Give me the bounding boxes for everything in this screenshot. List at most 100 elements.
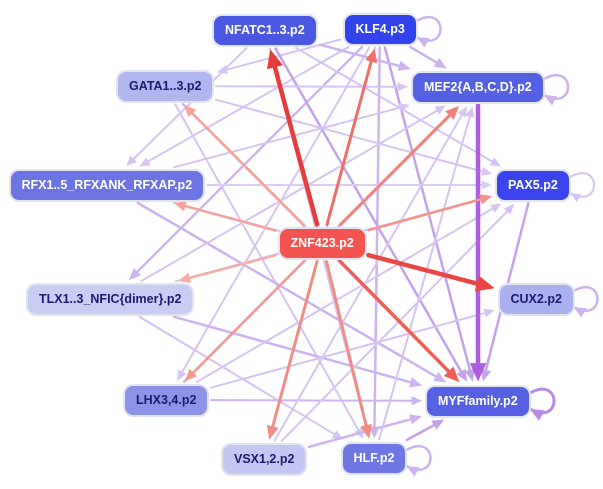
node-label: KLF4.p3 xyxy=(355,21,405,36)
edge-arrow xyxy=(489,157,501,167)
edge-HLF-MYF xyxy=(405,422,439,442)
edge-ZNF423-MYF xyxy=(338,259,454,377)
edge-ZNF423-LHX xyxy=(189,259,306,377)
edge-ZNF423-MEF2 xyxy=(338,111,454,227)
edge-ZNF423-CUX2 xyxy=(366,252,485,288)
edge-LHX-PAX5 xyxy=(195,206,496,383)
edge-arrow xyxy=(573,307,587,318)
edge-arrow xyxy=(360,423,372,439)
edge-LHX-MYF xyxy=(210,399,416,402)
node-label: MEF2{A,B,C,D}.p2 xyxy=(424,79,532,94)
edge-GATA1-HLF xyxy=(174,103,361,434)
edge-PAX5-PAX5 xyxy=(569,172,595,198)
edge-arrow xyxy=(464,368,475,382)
edge-arrow xyxy=(490,203,502,213)
edge-TLX-HLF xyxy=(138,316,338,437)
node-label: MYFfamily.p2 xyxy=(438,393,518,408)
edge-HLF-HLF xyxy=(405,444,432,472)
node-label: VSX1,2.p2 xyxy=(234,451,295,466)
edge-arrow xyxy=(503,203,515,215)
node-CUX2[interactable]: CUX2.p2 xyxy=(497,282,575,316)
edge-arrow xyxy=(365,48,377,64)
edge-ZNF423-VSX xyxy=(270,260,319,432)
edge-arrow xyxy=(465,106,475,118)
edge-KLF4-MYF xyxy=(383,46,472,375)
edge-HLF-MEF2 xyxy=(378,112,472,441)
node-ZNF423[interactable]: ZNF423.p2 xyxy=(277,226,367,260)
edge-arrow xyxy=(178,272,192,283)
edge-arrow xyxy=(443,366,460,383)
node-label: CUX2.p2 xyxy=(510,291,562,306)
edge-NFATC1-RFX xyxy=(130,47,248,162)
edge-arrow xyxy=(267,49,283,70)
edge-arrow xyxy=(480,166,493,176)
edge-arrow xyxy=(530,409,545,421)
node-HLF[interactable]: HLF.p2 xyxy=(340,441,408,475)
edge-arrow xyxy=(474,275,495,292)
edge-ZNF423-PAX5 xyxy=(367,197,486,232)
edge-arrow xyxy=(480,368,491,382)
edge-arrow xyxy=(431,419,445,430)
node-MEF2[interactable]: MEF2{A,B,C,D}.p2 xyxy=(411,70,545,104)
edge-VSX-MEF2 xyxy=(273,111,465,442)
edge-arrow xyxy=(406,466,420,477)
edge-arrow xyxy=(173,201,187,212)
edge-arrow xyxy=(481,180,492,190)
edge-RFX-MYF xyxy=(136,201,441,380)
edge-arrow xyxy=(409,414,423,425)
edge-arrow xyxy=(177,369,187,381)
node-label: LHX3,4.p2 xyxy=(136,392,197,407)
edge-VSX-PAX5 xyxy=(280,208,511,442)
edge-arrow xyxy=(457,106,467,118)
node-RFX[interactable]: RFX1..5_RFXANK_RFXAP.p2 xyxy=(8,168,206,202)
node-VSX[interactable]: VSX1,2.p2 xyxy=(221,442,308,476)
edge-arrow xyxy=(216,65,229,74)
edge-arrow xyxy=(128,267,142,281)
edge-KLF4-KLF4 xyxy=(415,15,442,43)
edge-KLF4-HLF xyxy=(373,46,381,432)
edge-arrow xyxy=(445,105,460,120)
edge-CUX2-CUX2 xyxy=(572,285,599,313)
edge-TLX-MEF2 xyxy=(140,108,441,282)
edge-arrow xyxy=(483,308,495,318)
node-KLF4[interactable]: KLF4.p3 xyxy=(342,12,418,46)
edge-NFATC1-MEF2 xyxy=(318,43,404,69)
edge-arrow xyxy=(479,194,493,205)
edge-KLF4-TLX xyxy=(133,45,364,276)
edge-arrow xyxy=(397,60,411,71)
edge-arrow xyxy=(409,377,423,388)
edge-arrow xyxy=(266,424,279,440)
node-MYF[interactable]: MYFfamily.p2 xyxy=(425,384,531,418)
edge-arrow xyxy=(184,368,197,382)
edge-MEF2-MEF2 xyxy=(542,73,570,101)
edge-arrow xyxy=(456,368,467,382)
node-PAX5[interactable]: PAX5.p2 xyxy=(495,168,571,202)
edge-arrow xyxy=(434,105,446,115)
node-TLX[interactable]: TLX1..3_NFIC{dimer}.p2 xyxy=(26,282,195,316)
node-GATA1[interactable]: GATA1..3.p2 xyxy=(116,69,215,103)
edge-RFX-MEF2 xyxy=(173,105,404,169)
edge-ZNF423-GATA1 xyxy=(188,109,306,227)
node-label: NFATC1..3.p2 xyxy=(225,22,305,37)
edge-arrow xyxy=(139,157,151,167)
node-label: RFX1..5_RFXANK_RFXAP.p2 xyxy=(21,177,193,192)
edge-ZNF423-NFATC1 xyxy=(271,59,320,227)
edge-arrow xyxy=(544,95,557,106)
node-label: TLX1..3_NFIC{dimer}.p2 xyxy=(39,291,182,306)
edge-GATA1-MEF2 xyxy=(215,85,402,88)
node-label: PAX5.p2 xyxy=(508,177,558,192)
node-label: ZNF423.p2 xyxy=(290,235,354,250)
edge-MYF-MYF xyxy=(528,387,556,415)
node-LHX[interactable]: LHX3,4.p2 xyxy=(123,383,210,417)
edge-ZNF423-KLF4 xyxy=(325,56,374,226)
edge-arrow xyxy=(433,371,447,383)
node-label: HLF.p2 xyxy=(353,450,395,465)
edge-KLF4-MEF2 xyxy=(409,45,441,66)
edge-arrow xyxy=(416,37,430,48)
edge-arrow xyxy=(126,155,137,167)
node-NFATC1[interactable]: NFATC1..3.p2 xyxy=(212,13,318,47)
edge-ZNF423-HLF xyxy=(325,260,369,431)
edge-arrow xyxy=(398,103,410,112)
edge-arrow xyxy=(183,104,197,118)
